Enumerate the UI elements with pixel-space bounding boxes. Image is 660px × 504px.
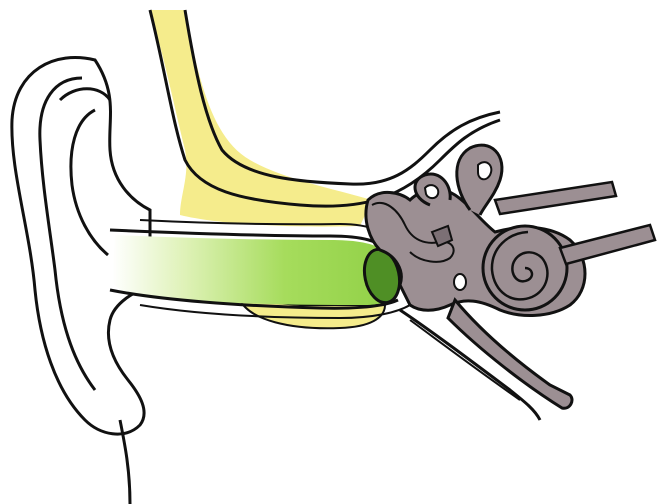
semicircular-canal-1-hole [478, 162, 491, 179]
head-outline-inner [185, 10, 500, 184]
temporal-bone-upper [150, 10, 372, 227]
nerve-upper [495, 182, 616, 214]
ear-canal [112, 235, 400, 305]
semicircular-canal-2-hole [425, 185, 438, 198]
vestibule-window [454, 274, 466, 290]
nerve-lower [560, 225, 655, 264]
